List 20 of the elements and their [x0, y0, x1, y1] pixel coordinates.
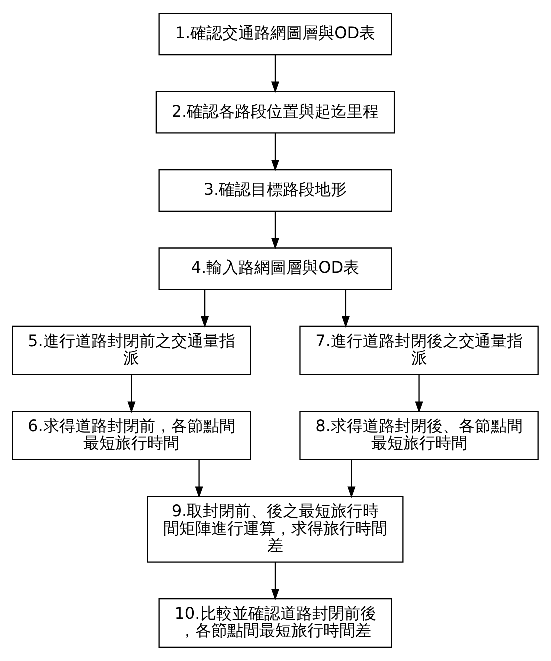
node-box: 9.取封閉前、後之最短旅行時間矩陣進行運算，求得旅行時間差 — [147, 496, 404, 563]
node-box: 7.進行道路封閉後之交通量指派 — [300, 326, 539, 376]
node-box: 6.求得道路封閉前，各節點間最短旅行時間 — [12, 411, 252, 460]
node-box: 3.確認目標路段地形 — [158, 169, 392, 212]
arrow — [201, 290, 210, 328]
node-box: 5.進行道路封閉前之交通量指派 — [12, 326, 252, 376]
node-box: 8.求得道路封閉後、各節點間最短旅行時間 — [300, 411, 539, 460]
arrow — [195, 460, 204, 498]
arrow — [128, 374, 136, 414]
arrow — [415, 374, 424, 414]
arrow — [271, 55, 280, 94]
node-box: 4.輸入路網圖層與OD表 — [158, 248, 392, 290]
arrow — [342, 290, 350, 328]
arrow — [348, 460, 356, 498]
arrow — [271, 212, 280, 250]
arrow — [271, 562, 280, 601]
node-box: 2.確認各路段位置與起迄里程 — [156, 91, 396, 134]
arrow — [271, 133, 280, 172]
node-box: 10.比較並確認道路封閉前後，各節點間最短旅行時間差 — [158, 598, 392, 648]
node-box: 1.確認交通路網圖層與OD表 — [158, 13, 392, 56]
